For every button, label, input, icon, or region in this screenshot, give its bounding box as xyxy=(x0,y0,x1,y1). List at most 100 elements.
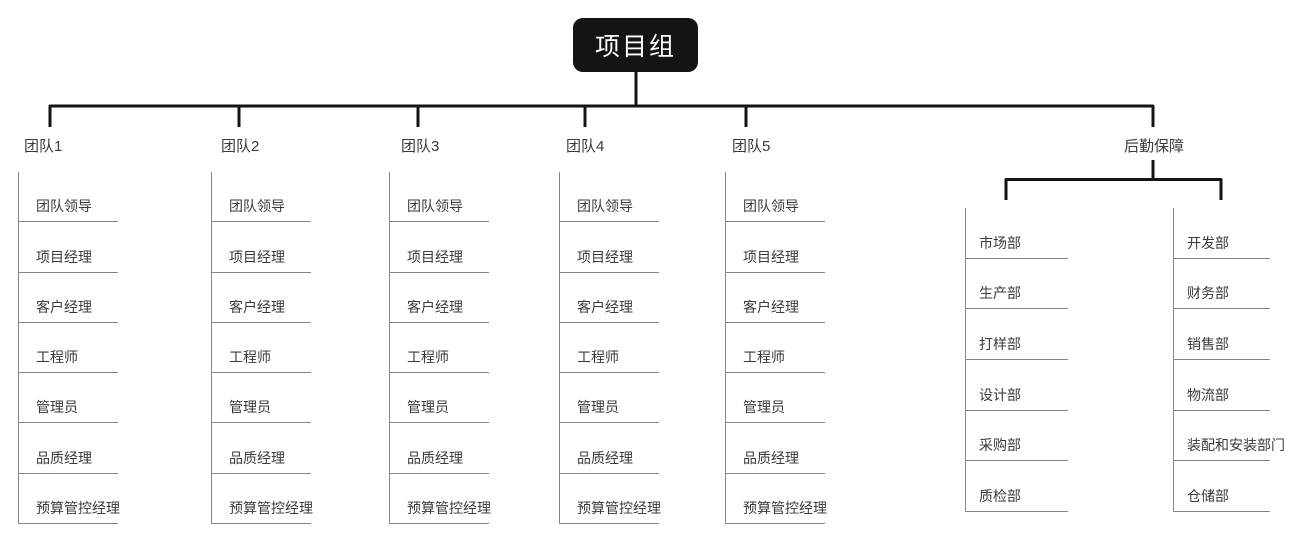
role-label: 预算管控经理 xyxy=(407,499,491,516)
role-item: 团队领导 xyxy=(212,172,311,223)
role-label: 项目经理 xyxy=(229,248,285,265)
role-item: 品质经理 xyxy=(19,423,118,474)
department-item: 销售部 xyxy=(1174,309,1270,361)
department-item: 装配和安装部门 xyxy=(1174,411,1285,462)
department-item: 仓储部 xyxy=(1174,461,1270,513)
role-item: 客户经理 xyxy=(390,273,489,323)
role-item: 团队领导 xyxy=(19,172,118,223)
logistics-right-list: 开发部 财务部 销售部 物流部 装配和安装部门 仓储部 xyxy=(1173,208,1285,513)
role-item: 管理员 xyxy=(726,373,825,424)
role-label: 管理员 xyxy=(743,399,785,416)
team-5-list: 团队领导 项目经理 客户经理 工程师 管理员 品质经理 预算管控经理 xyxy=(725,172,827,524)
department-item: 设计部 xyxy=(966,360,1068,411)
role-label: 品质经理 xyxy=(229,449,285,466)
department-item: 开发部 xyxy=(1174,208,1270,259)
role-item: 品质经理 xyxy=(390,423,489,474)
role-label: 项目经理 xyxy=(743,248,799,265)
role-item: 工程师 xyxy=(19,323,118,374)
role-label: 客户经理 xyxy=(743,298,799,315)
role-item: 团队领导 xyxy=(390,172,489,223)
role-item: 项目经理 xyxy=(19,222,118,273)
department-item: 质检部 xyxy=(966,461,1068,513)
role-item: 品质经理 xyxy=(726,423,825,474)
role-item: 项目经理 xyxy=(726,222,825,273)
role-label: 管理员 xyxy=(407,399,449,416)
role-label: 客户经理 xyxy=(577,298,633,315)
team-2-label: 团队2 xyxy=(221,138,260,155)
role-label: 工程师 xyxy=(229,349,271,366)
role-item: 团队领导 xyxy=(560,172,659,223)
role-item: 工程师 xyxy=(560,323,659,374)
top-rail xyxy=(48,104,1155,127)
role-item: 工程师 xyxy=(726,323,825,374)
department-item: 打样部 xyxy=(966,309,1068,361)
role-label: 品质经理 xyxy=(36,449,92,466)
role-item: 项目经理 xyxy=(390,222,489,273)
role-label: 项目经理 xyxy=(36,248,92,265)
root-node: 项目组 xyxy=(573,18,698,72)
role-item: 项目经理 xyxy=(560,222,659,273)
team-3-label: 团队3 xyxy=(401,138,440,155)
role-label: 工程师 xyxy=(577,349,619,366)
role-item: 客户经理 xyxy=(212,273,311,323)
role-label: 品质经理 xyxy=(577,449,633,466)
role-label: 客户经理 xyxy=(407,298,463,315)
role-label: 预算管控经理 xyxy=(743,499,827,516)
role-item: 项目经理 xyxy=(212,222,311,273)
role-label: 预算管控经理 xyxy=(229,499,313,516)
role-label: 预算管控经理 xyxy=(36,499,120,516)
department-label: 打样部 xyxy=(979,336,1021,353)
department-label: 采购部 xyxy=(979,437,1021,454)
logistics-rail xyxy=(1004,178,1223,200)
role-label: 团队领导 xyxy=(743,198,799,215)
team-1-label: 团队1 xyxy=(24,138,63,155)
role-item: 预算管控经理 xyxy=(19,474,120,524)
department-label: 物流部 xyxy=(1187,386,1229,403)
role-label: 团队领导 xyxy=(229,198,285,215)
role-label: 管理员 xyxy=(577,399,619,416)
role-item: 管理员 xyxy=(212,373,311,424)
role-label: 团队领导 xyxy=(407,198,463,215)
role-label: 工程师 xyxy=(407,349,449,366)
team-5-label: 团队5 xyxy=(732,138,771,155)
role-label: 客户经理 xyxy=(229,298,285,315)
role-label: 客户经理 xyxy=(36,298,92,315)
role-label: 品质经理 xyxy=(743,449,799,466)
role-item: 工程师 xyxy=(212,323,311,374)
logistics-left-list: 市场部 生产部 打样部 设计部 采购部 质检部 xyxy=(965,208,1068,513)
department-label: 市场部 xyxy=(979,234,1021,251)
role-label: 团队领导 xyxy=(36,198,92,215)
role-item: 品质经理 xyxy=(560,423,659,474)
team-3-list: 团队领导 项目经理 客户经理 工程师 管理员 品质经理 预算管控经理 xyxy=(389,172,491,524)
team-4-list: 团队领导 项目经理 客户经理 工程师 管理员 品质经理 预算管控经理 xyxy=(559,172,661,524)
role-item: 团队领导 xyxy=(726,172,825,223)
department-item: 物流部 xyxy=(1174,360,1270,411)
role-item: 客户经理 xyxy=(726,273,825,323)
department-label: 设计部 xyxy=(979,386,1021,403)
team-2-list: 团队领导 项目经理 客户经理 工程师 管理员 品质经理 预算管控经理 xyxy=(211,172,313,524)
department-item: 市场部 xyxy=(966,208,1068,259)
department-item: 采购部 xyxy=(966,411,1068,462)
role-label: 品质经理 xyxy=(407,449,463,466)
role-item: 客户经理 xyxy=(560,273,659,323)
department-label: 装配和安装部门 xyxy=(1187,437,1285,454)
department-item: 财务部 xyxy=(1174,259,1270,310)
department-label: 开发部 xyxy=(1187,234,1229,251)
role-label: 项目经理 xyxy=(407,248,463,265)
role-label: 团队领导 xyxy=(577,198,633,215)
role-item: 预算管控经理 xyxy=(212,474,313,524)
department-label: 销售部 xyxy=(1187,336,1229,353)
role-label: 工程师 xyxy=(36,349,78,366)
department-label: 质检部 xyxy=(979,488,1021,505)
role-item: 品质经理 xyxy=(212,423,311,474)
role-item: 管理员 xyxy=(19,373,118,424)
department-label: 生产部 xyxy=(979,285,1021,302)
role-item: 工程师 xyxy=(390,323,489,374)
team-1-list: 团队领导 项目经理 客户经理 工程师 管理员 品质经理 预算管控经理 xyxy=(18,172,120,524)
role-label: 工程师 xyxy=(743,349,785,366)
role-label: 项目经理 xyxy=(577,248,633,265)
role-label: 管理员 xyxy=(229,399,271,416)
logistics-label: 后勤保障 xyxy=(1124,138,1185,155)
